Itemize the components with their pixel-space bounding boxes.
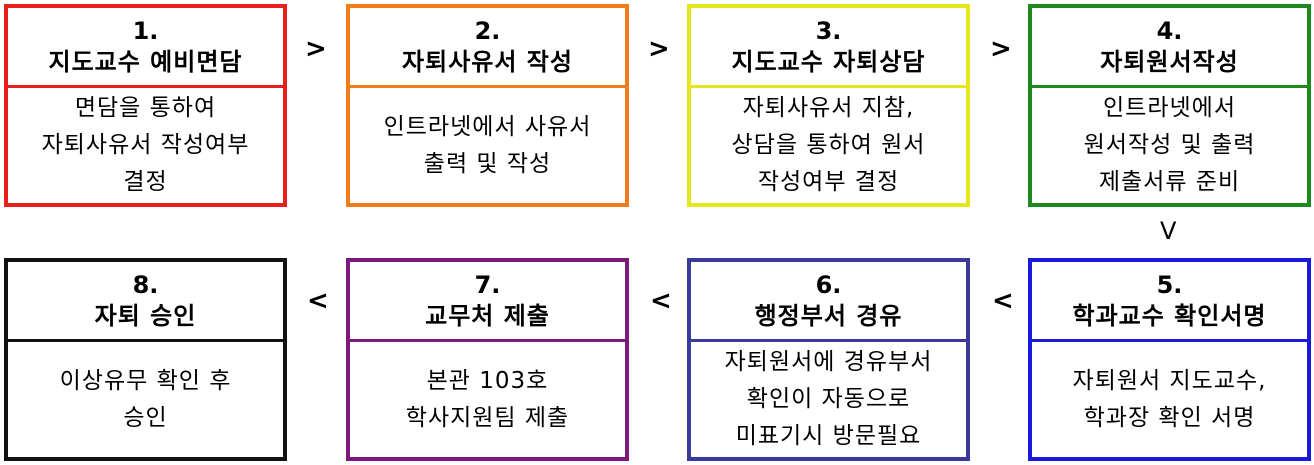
arrow-left-1: < — [992, 286, 1014, 316]
step-4-number: 4. — [1156, 16, 1183, 45]
step-1-header: 1. 지도교수 예비면담 — [8, 8, 283, 88]
step-7-number: 7. — [474, 270, 501, 299]
step-5-line-1: 자퇴원서 지도교수, — [1072, 367, 1267, 394]
step-1-body: 면담을 통하여 자퇴사유서 작성여부 결정 — [8, 88, 283, 203]
step-6-header: 6. 행정부서 경유 — [691, 262, 966, 342]
step-4-line-2: 원서작성 및 출력 — [1083, 132, 1256, 158]
step-1-line-3: 결정 — [123, 169, 168, 195]
step-8-header: 8. 자퇴 승인 — [8, 262, 283, 342]
step-8-line-2: 승인 — [123, 404, 168, 431]
step-7-body: 본관 103호 학사지원팀 제출 — [350, 342, 625, 457]
step-6-line-2: 확인이 자동으로 — [746, 386, 911, 412]
step-2-line-1: 인트라넷에서 사유서 — [383, 113, 592, 140]
step-3-header: 3. 지도교수 자퇴상담 — [691, 8, 966, 88]
arrow-left-3: < — [307, 286, 329, 316]
step-3-line-1: 자퇴사유서 지참, — [742, 95, 915, 121]
step-7-line-2: 학사지원팀 제출 — [405, 404, 570, 431]
step-6-number: 6. — [815, 270, 842, 299]
step-3-line-2: 상담을 통하여 원서 — [731, 132, 926, 158]
step-2-title: 자퇴사유서 작성 — [402, 47, 573, 76]
step-4-line-3: 제출서류 준비 — [1098, 169, 1241, 195]
step-7-box: 7. 교무처 제출 본관 103호 학사지원팀 제출 — [346, 258, 629, 461]
step-3-body: 자퇴사유서 지참, 상담을 통하여 원서 작성여부 결정 — [691, 88, 966, 203]
step-1-number: 1. — [132, 16, 159, 45]
step-5-body: 자퇴원서 지도교수, 학과장 확인 서명 — [1032, 342, 1307, 457]
step-4-header: 4. 자퇴원서작성 — [1032, 8, 1307, 88]
step-6-body: 자퇴원서에 경유부서 확인이 자동으로 미표기시 방문필요 — [691, 342, 966, 457]
step-5-box: 5. 학과교수 확인서명 자퇴원서 지도교수, 학과장 확인 서명 — [1028, 258, 1311, 461]
step-6-line-1: 자퇴원서에 경유부서 — [724, 349, 933, 375]
step-8-number: 8. — [132, 270, 159, 299]
step-4-title: 자퇴원서작성 — [1100, 47, 1239, 76]
step-1-line-2: 자퇴사유서 작성여부 — [41, 132, 250, 158]
step-3-box: 3. 지도교수 자퇴상담 자퇴사유서 지참, 상담을 통하여 원서 작성여부 결… — [687, 4, 970, 207]
step-3-number: 3. — [815, 16, 842, 45]
step-5-line-2: 학과장 확인 서명 — [1083, 404, 1256, 431]
arrow-right-1: > — [305, 34, 327, 64]
step-4-body: 인트라넷에서 원서작성 및 출력 제출서류 준비 — [1032, 88, 1307, 203]
step-1-line-1: 면담을 통하여 — [74, 95, 217, 121]
arrow-right-2: > — [648, 34, 670, 64]
step-2-number: 2. — [474, 16, 501, 45]
step-7-line-1: 본관 103호 — [426, 367, 549, 394]
step-5-number: 5. — [1156, 270, 1183, 299]
step-1-box: 1. 지도교수 예비면담 면담을 통하여 자퇴사유서 작성여부 결정 — [4, 4, 287, 207]
step-3-title: 지도교수 자퇴상담 — [731, 47, 926, 76]
step-7-header: 7. 교무처 제출 — [350, 262, 625, 342]
step-2-line-2: 출력 및 작성 — [423, 150, 552, 177]
step-2-body: 인트라넷에서 사유서 출력 및 작성 — [350, 88, 625, 203]
step-8-line-1: 이상유무 확인 후 — [59, 367, 232, 394]
step-6-line-3: 미표기시 방문필요 — [735, 423, 922, 449]
arrow-left-2: < — [650, 286, 672, 316]
step-6-title: 행정부서 경유 — [754, 301, 903, 330]
step-3-line-3: 작성여부 결정 — [757, 169, 900, 195]
arrow-down: V — [1160, 217, 1177, 245]
arrow-right-3: > — [990, 34, 1012, 64]
step-8-box: 8. 자퇴 승인 이상유무 확인 후 승인 — [4, 258, 287, 461]
step-4-box: 4. 자퇴원서작성 인트라넷에서 원서작성 및 출력 제출서류 준비 — [1028, 4, 1311, 207]
step-2-box: 2. 자퇴사유서 작성 인트라넷에서 사유서 출력 및 작성 — [346, 4, 629, 207]
step-6-box: 6. 행정부서 경유 자퇴원서에 경유부서 확인이 자동으로 미표기시 방문필요 — [687, 258, 970, 461]
step-2-header: 2. 자퇴사유서 작성 — [350, 8, 625, 88]
step-8-title: 자퇴 승인 — [94, 301, 197, 330]
step-8-body: 이상유무 확인 후 승인 — [8, 342, 283, 457]
step-7-title: 교무처 제출 — [425, 301, 550, 330]
step-1-title: 지도교수 예비면담 — [48, 47, 243, 76]
step-5-title: 학과교수 확인서명 — [1072, 301, 1267, 330]
step-4-line-1: 인트라넷에서 — [1103, 95, 1236, 121]
step-5-header: 5. 학과교수 확인서명 — [1032, 262, 1307, 342]
